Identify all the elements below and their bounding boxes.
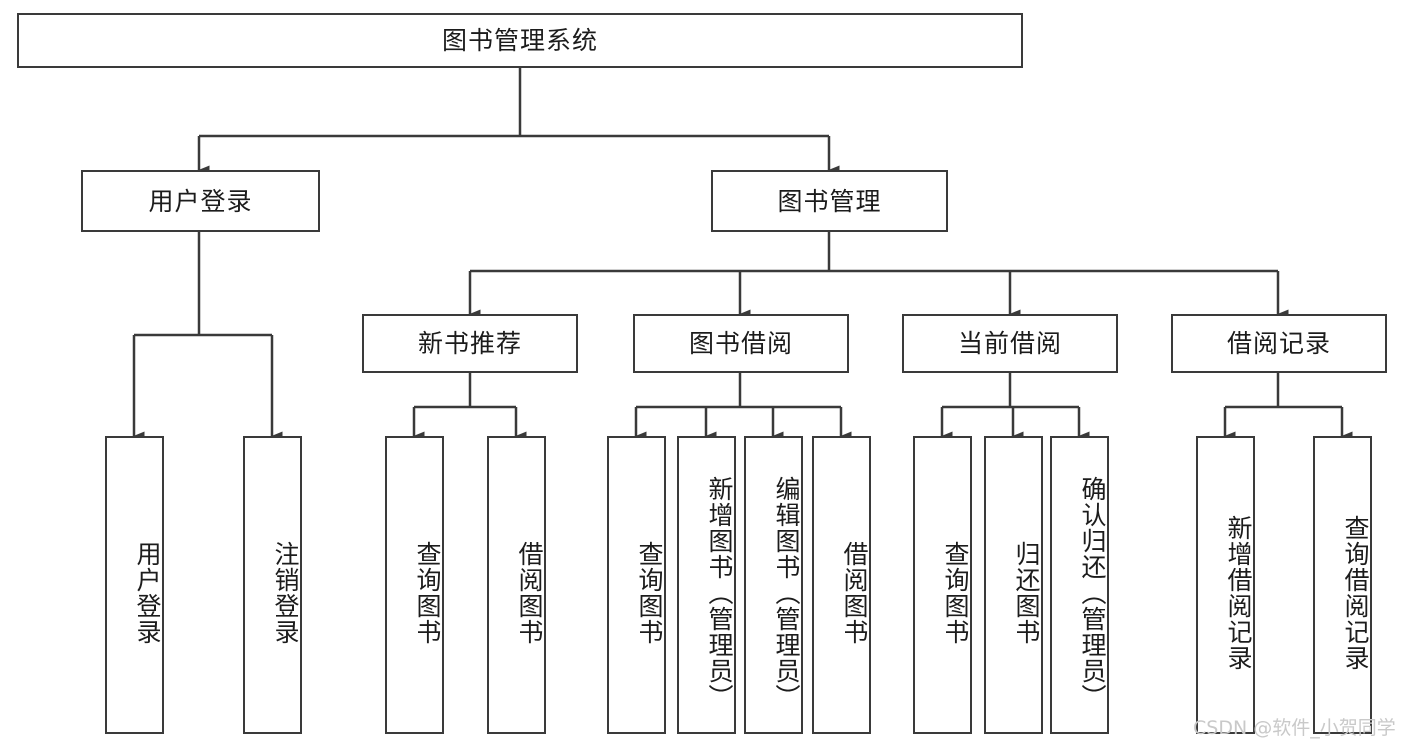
- node-label: 查询图书: [941, 541, 970, 645]
- node-book-manage[interactable]: 图书管理: [711, 170, 948, 232]
- node-label: 用户登录: [133, 541, 162, 645]
- node-label: 图书借阅: [688, 329, 793, 358]
- node-label: 查询图书: [413, 541, 442, 645]
- node-label: 注销登录: [271, 541, 300, 645]
- node-leaf-borrow-book-rec[interactable]: 借阅图书: [487, 436, 546, 734]
- node-leaf-edit-book-admin[interactable]: 编辑图书（管理员）: [744, 436, 803, 734]
- node-leaf-query-book-current[interactable]: 查询图书: [913, 436, 972, 734]
- node-label: 用户登录: [148, 186, 253, 216]
- node-label: 借阅图书: [840, 541, 869, 645]
- node-leaf-logout-login[interactable]: 注销登录: [243, 436, 302, 734]
- node-new-book-rec[interactable]: 新书推荐: [362, 314, 578, 373]
- node-label: 图书管理系统: [441, 26, 598, 55]
- tree-edges: [132, 68, 1353, 441]
- node-leaf-query-book-borrow[interactable]: 查询图书: [607, 436, 666, 734]
- node-label: 当前借阅: [957, 329, 1062, 358]
- node-root[interactable]: 图书管理系统: [17, 13, 1023, 68]
- node-label: 查询图书: [635, 541, 664, 645]
- node-current-borrow[interactable]: 当前借阅: [902, 314, 1118, 373]
- node-leaf-add-book-admin[interactable]: 新增图书（管理员）: [677, 436, 736, 734]
- node-leaf-borrow-book[interactable]: 借阅图书: [812, 436, 871, 734]
- node-book-borrow[interactable]: 图书借阅: [633, 314, 849, 373]
- node-leaf-query-borrow-record[interactable]: 查询借阅记录: [1313, 436, 1372, 734]
- node-leaf-add-borrow-record[interactable]: 新增借阅记录: [1196, 436, 1255, 734]
- node-leaf-confirm-return-admin[interactable]: 确认归还（管理员）: [1050, 436, 1109, 734]
- node-leaf-return-book[interactable]: 归还图书: [984, 436, 1043, 734]
- node-label: 归还图书: [1012, 541, 1041, 645]
- node-label: 借阅图书: [515, 541, 544, 645]
- node-borrow-record[interactable]: 借阅记录: [1171, 314, 1387, 373]
- node-user-login[interactable]: 用户登录: [81, 170, 320, 232]
- node-label: 查询借阅记录: [1341, 515, 1370, 671]
- watermark-text: CSDN @软件_小贺同学: [1193, 717, 1396, 739]
- node-label: 图书管理: [777, 186, 882, 216]
- node-label: 编辑图书（管理员）: [772, 476, 801, 710]
- node-leaf-query-book-rec[interactable]: 查询图书: [385, 436, 444, 734]
- node-leaf-user-login[interactable]: 用户登录: [105, 436, 164, 734]
- node-label: 新书推荐: [417, 329, 522, 358]
- node-label: 新增图书（管理员）: [705, 476, 734, 710]
- node-label: 确认归还（管理员）: [1078, 476, 1107, 710]
- node-label: 借阅记录: [1226, 329, 1331, 358]
- node-label: 新增借阅记录: [1224, 515, 1253, 671]
